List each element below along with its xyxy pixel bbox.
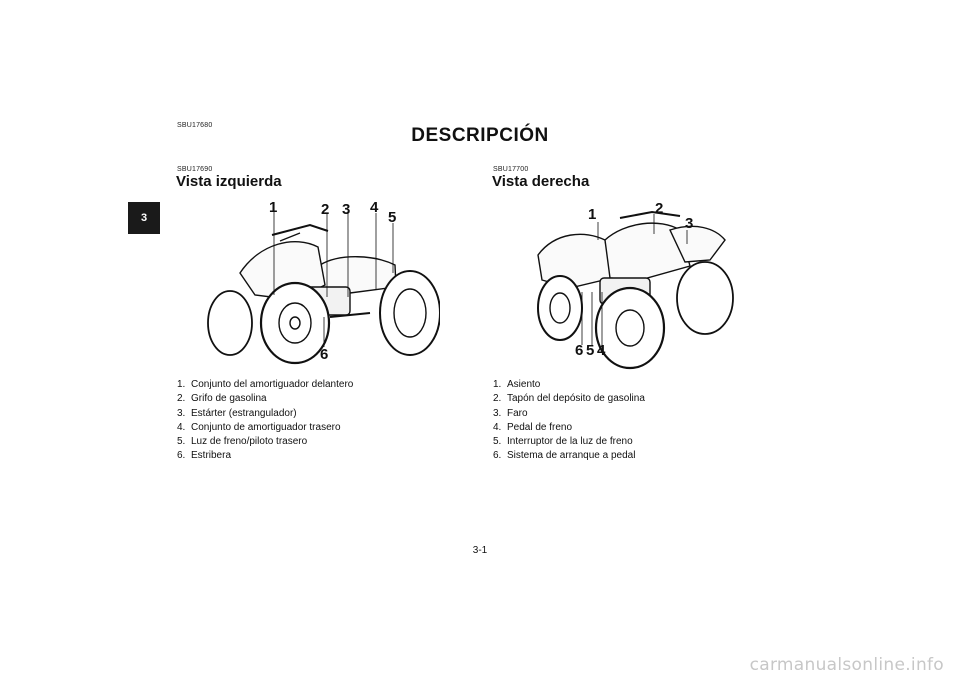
left-legend-item-2: 2.Grifo de gasolina bbox=[177, 393, 267, 405]
left-legend-list: 1.Conjunto del amortiguador delantero 2.… bbox=[177, 378, 353, 464]
page-number: 3-1 bbox=[472, 545, 488, 556]
right-legend-item-6: 6.Sistema de arranque a pedal bbox=[493, 450, 636, 462]
right-section-title: Vista derecha bbox=[492, 173, 590, 190]
left-callout-4: 4 bbox=[370, 199, 379, 216]
right-legend-item-2: 2.Tapón del depósito de gasolina bbox=[493, 393, 645, 405]
right-section-code: SBU17700 bbox=[493, 166, 529, 173]
left-callout-3: 3 bbox=[342, 201, 351, 218]
watermark: carmanualsonline.info bbox=[749, 655, 944, 675]
atv-left-view-illustration bbox=[207, 207, 440, 365]
right-callout-5: 5 bbox=[586, 342, 595, 359]
right-legend-item-1: 1.Asiento bbox=[493, 379, 541, 390]
left-callout-6: 6 bbox=[320, 346, 329, 363]
left-legend-item-4: 4.Conjunto de amortiguador trasero bbox=[177, 421, 341, 433]
header-code: SBU17680 bbox=[177, 122, 213, 129]
atv-right-view-illustration bbox=[537, 210, 734, 370]
left-legend-item-1: 1.Conjunto del amortiguador delantero bbox=[177, 379, 354, 390]
right-callout-6: 6 bbox=[575, 342, 584, 359]
right-legend-item-3: 3.Faro bbox=[493, 407, 528, 419]
right-legend-item-5: 5.Interruptor de la luz de freno bbox=[493, 436, 633, 448]
left-section-code: SBU17690 bbox=[177, 166, 213, 173]
left-callout-5: 5 bbox=[388, 209, 397, 226]
left-section-title: Vista izquierda bbox=[176, 173, 282, 190]
right-legend-list: 1.Asiento 2.Tapón del depósito de gasoli… bbox=[493, 378, 645, 464]
right-callout-1: 1 bbox=[588, 206, 597, 223]
left-legend-item-6: 6.Estribera bbox=[177, 450, 232, 462]
chapter-tab: 3 bbox=[128, 202, 160, 234]
right-callout-2: 2 bbox=[655, 200, 664, 217]
right-callout-3: 3 bbox=[685, 215, 694, 232]
right-legend-item-4: 4.Pedal de freno bbox=[493, 421, 573, 433]
left-legend-item-5: 5.Luz de freno/piloto trasero bbox=[177, 436, 308, 448]
page-title: DESCRIPCIÓN bbox=[411, 125, 549, 146]
right-callout-4: 4 bbox=[597, 342, 606, 359]
left-callout-1: 1 bbox=[269, 199, 278, 216]
left-callout-2: 2 bbox=[321, 201, 330, 218]
left-legend-item-3: 3.Estárter (estrangulador) bbox=[177, 407, 297, 419]
